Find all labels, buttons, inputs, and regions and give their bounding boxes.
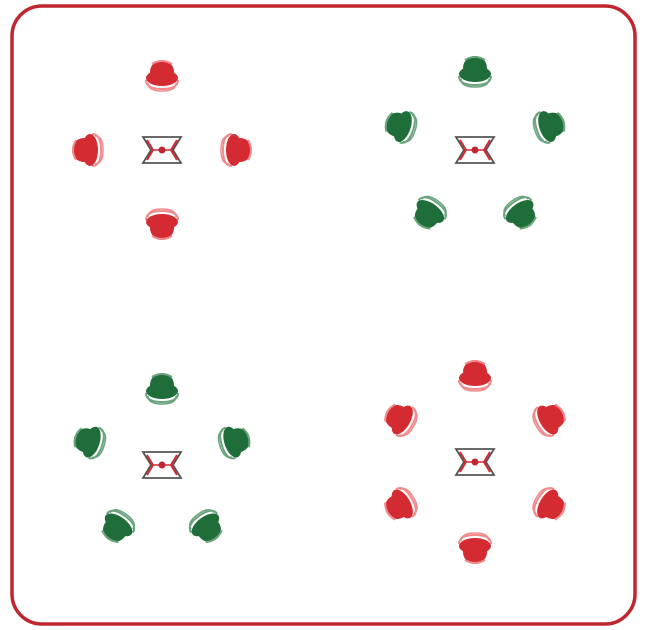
- player-icon: [72, 134, 103, 166]
- player-icon: [530, 106, 569, 146]
- player-icon: [407, 192, 451, 236]
- player-group-2: [381, 56, 570, 235]
- player-icon: [459, 533, 491, 564]
- player-icon: [146, 373, 178, 404]
- player-icon: [528, 484, 571, 527]
- player-icon: [379, 484, 422, 527]
- player-icon: [459, 56, 491, 87]
- player-icon: [221, 134, 252, 166]
- player-group-4: [379, 360, 572, 564]
- player-group-1: [72, 60, 252, 240]
- player-icon: [459, 360, 491, 391]
- player-icon: [381, 106, 420, 146]
- player-icon: [146, 60, 178, 91]
- player-group-3: [70, 373, 255, 549]
- cone-marker-icon: [143, 452, 181, 478]
- player-icon: [146, 209, 178, 240]
- cone-marker-icon: [143, 137, 181, 163]
- player-icon: [95, 505, 139, 549]
- cone-marker-icon: [456, 449, 494, 475]
- player-icon: [528, 397, 571, 440]
- player-icon: [379, 397, 422, 440]
- player-icon: [70, 421, 109, 461]
- player-icon: [215, 421, 254, 461]
- cone-marker-icon: [456, 137, 494, 163]
- player-icon: [185, 505, 229, 549]
- groups-layer: [70, 56, 572, 564]
- player-icon: [499, 192, 543, 236]
